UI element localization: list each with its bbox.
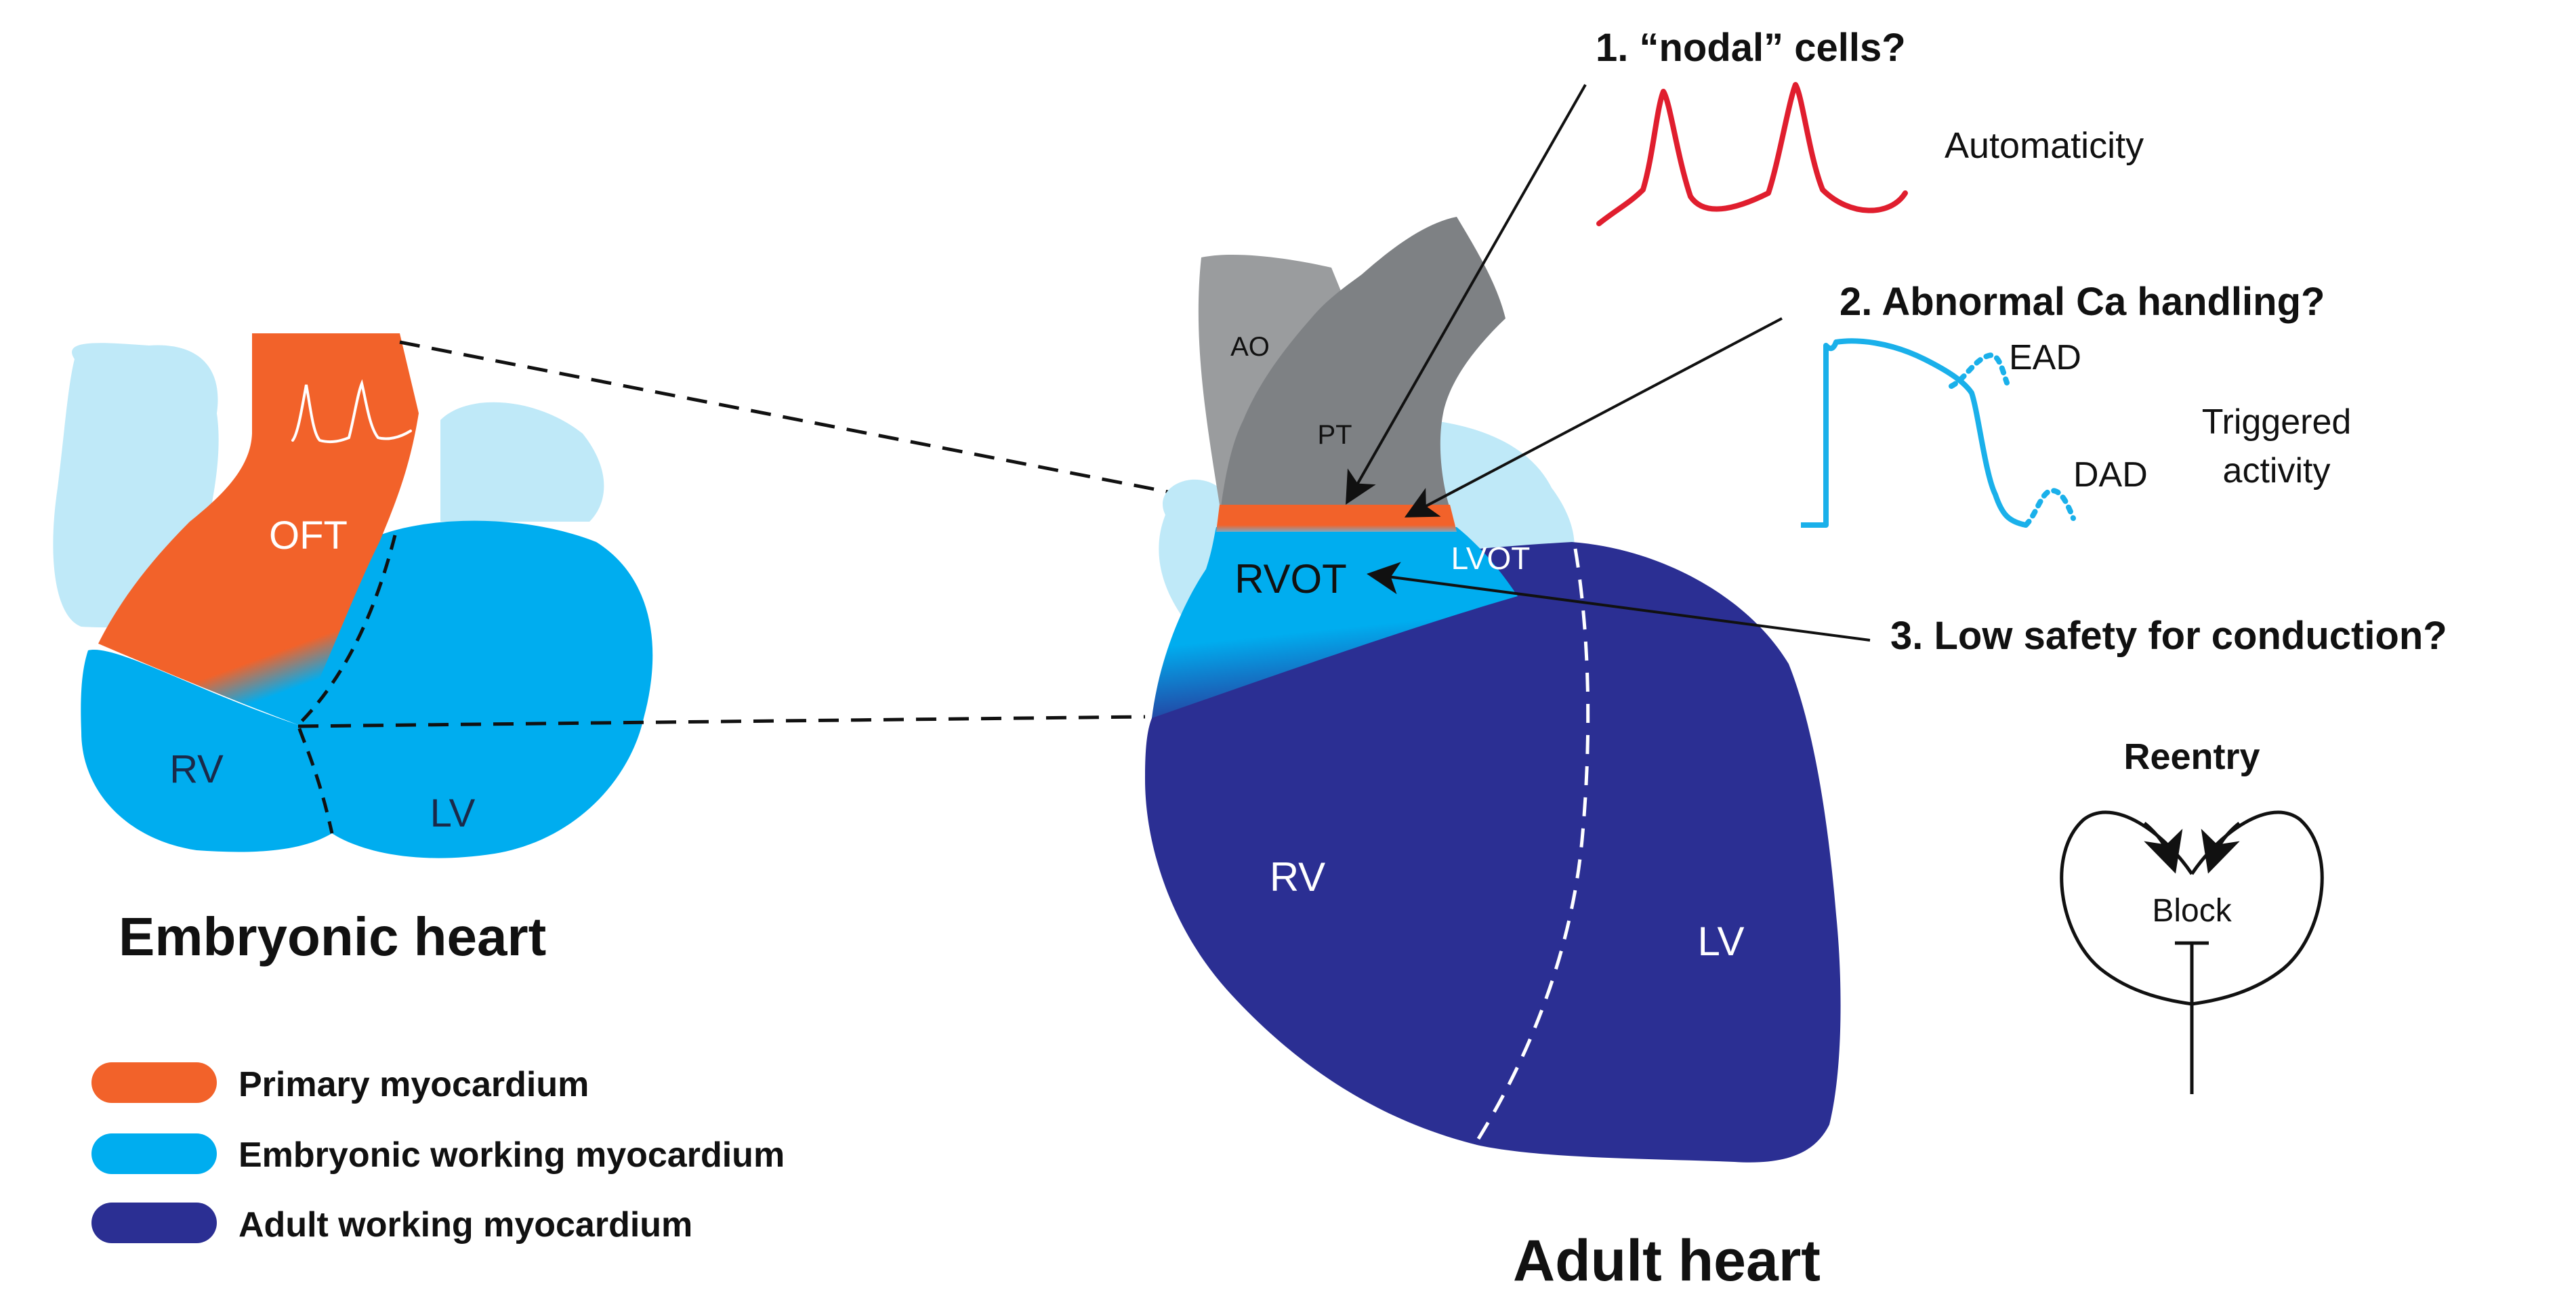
legend-label-embryonic: Embryonic working myocardium xyxy=(238,1135,785,1175)
embryonic-rv-label: RV xyxy=(169,747,224,791)
embryonic-oft-ap-trace xyxy=(291,379,412,444)
automaticity-trace xyxy=(1596,82,1908,226)
reentry-arrow-left xyxy=(2143,822,2183,874)
legend-swatch-embryonic xyxy=(91,1133,217,1174)
automaticity-label: Automaticity xyxy=(1945,125,2144,166)
adult-heart-title: Adult heart xyxy=(1513,1228,1821,1293)
adult-rv-label: RV xyxy=(1270,854,1325,900)
dad-dotted-trace xyxy=(2023,488,2076,528)
legend-swatch-primary xyxy=(91,1062,217,1103)
adult-pt-label: PT xyxy=(1317,420,1352,450)
embryonic-oft-label: OFT xyxy=(269,514,348,558)
legend-label-primary: Primary myocardium xyxy=(238,1065,589,1104)
zoom-line-top xyxy=(399,340,1200,500)
conduction-arrow xyxy=(1367,562,1871,642)
reentry-arrow-right xyxy=(2201,822,2241,874)
ead-dotted-trace xyxy=(1949,352,2010,389)
adult-heart: AO PT RVOT LVOT RV LV xyxy=(1145,217,1841,1163)
legend-swatch-adult xyxy=(91,1203,217,1243)
embryonic-ventricles-shape xyxy=(81,520,653,858)
adult-rvot-label: RVOT xyxy=(1234,556,1347,602)
reentry-title: Reentry xyxy=(2123,736,2260,777)
adult-pulmonary-trunk-shape xyxy=(1221,217,1505,508)
adult-lv-label: LV xyxy=(1698,919,1745,964)
triggered-activity-trace xyxy=(1801,338,2027,528)
adult-ao-label: AO xyxy=(1230,332,1270,362)
legend: Primary myocardium Embryonic working myo… xyxy=(91,1062,785,1245)
ead-label: EAD xyxy=(2009,338,2081,377)
embryonic-right-atrium-shape xyxy=(440,402,604,522)
legend-label-adult: Adult working myocardium xyxy=(238,1205,692,1245)
nodal-arrow xyxy=(1346,84,1587,505)
embryonic-lv-label: LV xyxy=(430,791,476,835)
embryonic-septum-line xyxy=(296,535,397,834)
calcium-arrow xyxy=(1404,317,1783,518)
adult-primary-myocardium-band xyxy=(1216,505,1457,532)
adult-septum-line xyxy=(1468,548,1590,1153)
embryonic-heart: OFT RV LV xyxy=(53,333,653,858)
conduction-safety-title: 3. Low safety for conduction? xyxy=(1890,614,2447,658)
embryonic-heart-title: Embryonic heart xyxy=(119,906,546,967)
adult-outflow-tract-shape xyxy=(1152,527,1518,718)
embryonic-oft-shape xyxy=(98,333,419,725)
nodal-cells-title: 1. “nodal” cells? xyxy=(1596,26,1906,70)
dad-label: DAD xyxy=(2073,455,2148,495)
adult-lvot-label: LVOT xyxy=(1451,541,1531,576)
triggered-activity-label-line2: activity xyxy=(2223,451,2331,490)
calcium-handling-title: 2. Abnormal Ca handling? xyxy=(1840,280,2325,324)
adult-ventricles-shape xyxy=(1145,542,1841,1163)
block-label: Block xyxy=(2152,893,2232,929)
triggered-activity-label-line1: Triggered xyxy=(2202,402,2352,442)
zoom-line-bottom xyxy=(297,715,1146,728)
